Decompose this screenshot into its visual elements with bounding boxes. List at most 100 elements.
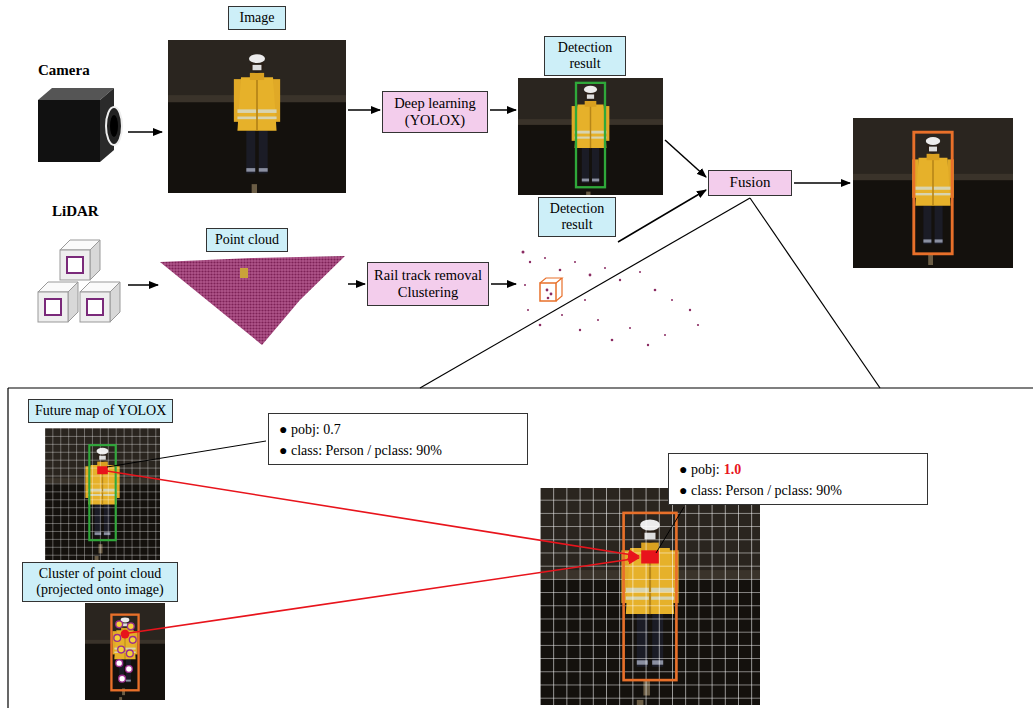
lidar-detection-figure <box>639 271 641 273</box>
point-cloud-figure <box>160 256 345 345</box>
cluster-image <box>119 675 126 682</box>
feature-map-image <box>97 466 108 474</box>
camera-icon <box>38 88 122 162</box>
lidar-detection-figure <box>664 334 666 336</box>
fusion-box: Fusion <box>708 170 792 196</box>
lidar-detection-figure <box>697 324 699 326</box>
lidar-detection-figure <box>522 251 700 347</box>
label-box: Point cloud <box>206 228 288 252</box>
lidar-icon <box>80 282 120 322</box>
flow-arrow <box>618 190 706 242</box>
cluster-image <box>18 545 231 708</box>
feature-map-image <box>0 349 248 639</box>
flow-arrow <box>348 109 380 111</box>
label-box: Detection result <box>544 36 626 76</box>
label-box: Cluster of point cloud (projected onto i… <box>22 562 178 602</box>
process-label: Rail track removal Clustering <box>372 267 484 300</box>
lidar-detection-figure <box>550 293 553 296</box>
camera-icon <box>106 107 122 145</box>
lidar-detection-figure <box>654 289 657 292</box>
cluster-image <box>114 635 121 642</box>
lidar-detection-figure <box>556 278 562 301</box>
result-column: Detection result <box>518 197 616 349</box>
flow-arrow <box>491 283 516 285</box>
lidar-detection-figure <box>574 261 576 263</box>
point-cloud-figure <box>160 256 345 345</box>
lidar-detection-figure <box>527 309 529 311</box>
process-label: Deep learning (YOLOX) <box>387 95 483 128</box>
fusion-output-image <box>914 132 952 254</box>
image-column: Image <box>168 6 346 194</box>
lidar-detection-figure <box>529 261 531 263</box>
flow-arrow <box>128 284 158 286</box>
lidar-detection-figure <box>540 283 556 301</box>
feature-map-image <box>89 445 115 540</box>
detection-image <box>431 0 750 296</box>
cluster-image <box>118 646 125 653</box>
leader-line <box>107 441 266 467</box>
point-cloud-column: Point cloud <box>160 228 346 346</box>
feature-map-image <box>0 349 248 639</box>
device-label: Camera <box>38 62 90 79</box>
callout-box: ● pobj: 0.7 ● class: Person / pclass: 90% <box>268 413 528 465</box>
fusion-arrow <box>129 558 639 633</box>
fusion-arrow <box>107 471 639 556</box>
cluster-image <box>121 630 130 639</box>
process-box: Deep learning (YOLOX) <box>382 91 488 133</box>
detection-image <box>576 83 605 187</box>
leader-line <box>656 507 684 553</box>
callout-line: ● pobj: 0.7 <box>279 419 517 440</box>
device-label: LiDAR <box>52 203 99 220</box>
zoom-bracket <box>750 198 880 388</box>
callout-line: ● pobj:1.0 <box>679 459 917 480</box>
cluster-image <box>125 666 132 673</box>
cluster-image <box>114 621 136 682</box>
lidar-detection-figure <box>579 329 581 331</box>
process-box: Rail track removal Clustering <box>367 262 489 306</box>
result-column: Detection result <box>518 36 663 196</box>
callout-text: ● class: Person / pclass: 90% <box>679 483 842 498</box>
lidar-detection-figure <box>689 309 691 311</box>
lidar-detection-figure <box>547 297 550 300</box>
callout-box: ● pobj:1.0 ● class: Person / pclass: 90% <box>668 453 928 505</box>
lidar-icon <box>60 240 100 280</box>
zoom-bracket <box>420 198 880 388</box>
callout-line: ● class: Person / pclass: 90% <box>279 440 517 461</box>
process-label: Fusion <box>730 174 771 191</box>
label-text: Cluster of point cloud (projected onto i… <box>29 566 171 598</box>
callout-line: ● class: Person / pclass: 90% <box>679 480 917 501</box>
lidar-detection-figure <box>539 324 542 327</box>
lidar-detection-figure <box>544 257 546 259</box>
camera-icon <box>38 100 100 162</box>
lidar-detection-figure <box>522 251 525 254</box>
lidar-detection-figure <box>597 319 599 321</box>
lidar-detection-figure <box>524 284 526 286</box>
lidar-detection-figure <box>546 289 549 292</box>
flow-arrow <box>794 182 850 184</box>
flow-arrow <box>665 140 706 177</box>
fusion-output-image <box>757 17 1033 369</box>
lidar-detection-figure <box>604 267 606 269</box>
lidar-detection-figure <box>611 339 614 342</box>
lidar-icon <box>38 282 78 322</box>
lidar-detection-figure <box>647 344 649 346</box>
label-box: Future map of YOLOX <box>28 399 173 423</box>
callout-text: ● class: Person / pclass: 90% <box>279 443 442 458</box>
detection-image <box>431 0 750 296</box>
lidar-detection-figure <box>559 269 562 272</box>
fused-feature-image <box>624 513 677 680</box>
cluster-image <box>126 650 133 657</box>
point-cloud-figure <box>240 268 248 278</box>
lidar-detection-figure <box>671 299 673 301</box>
label-box: Image <box>228 6 286 30</box>
flow-arrow <box>348 283 365 285</box>
flow-arrow <box>128 131 162 133</box>
lidar-detection-figure <box>561 314 563 316</box>
flow-arrow <box>490 109 516 111</box>
detail-panel-border <box>8 387 1033 388</box>
lidar-detection-figure <box>629 327 631 329</box>
cluster-image <box>111 615 138 691</box>
lidar-icon <box>38 240 120 322</box>
label-box: Detection result <box>538 197 616 237</box>
callout-text: ● pobj: <box>679 462 720 477</box>
